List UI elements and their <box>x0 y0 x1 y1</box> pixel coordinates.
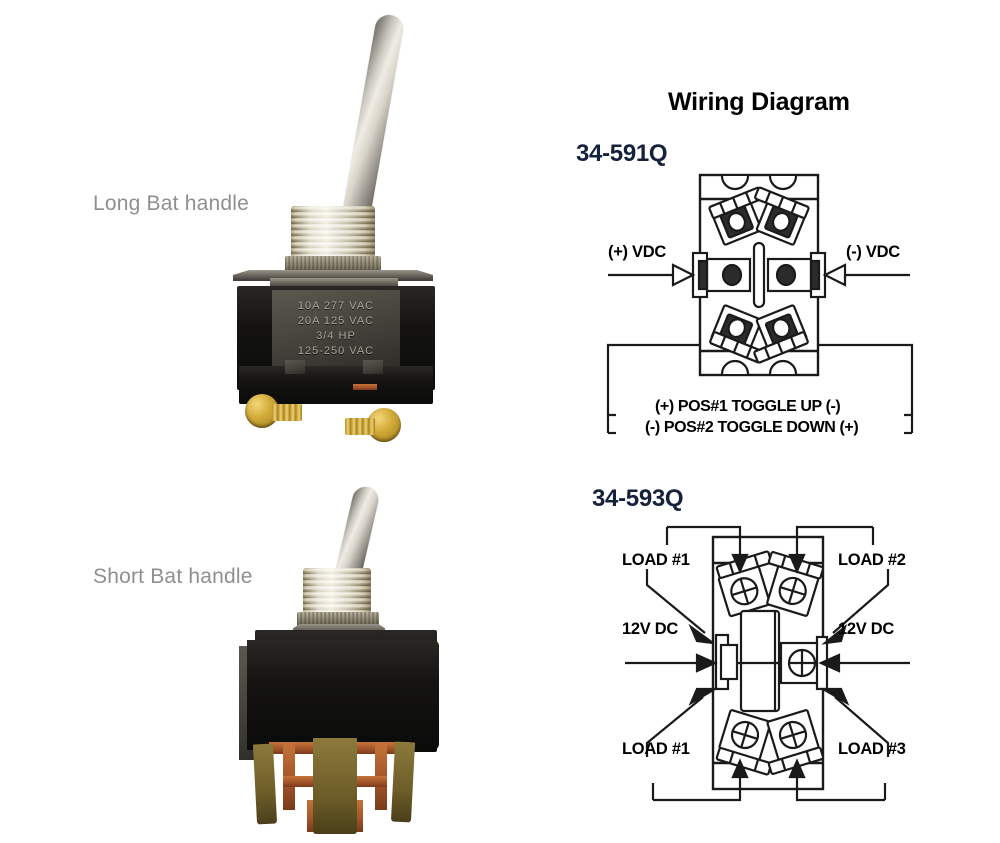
note-pos2-toggle-down: (-) POS#2 TOGGLE DOWN (+) <box>645 419 859 436</box>
label-load1-top: LOAD #1 <box>622 551 690 569</box>
diagram-591-svg <box>606 173 914 435</box>
toggle-lever-icon <box>340 12 406 230</box>
label-load1-bottom: LOAD #1 <box>622 740 690 758</box>
mounting-plate-lip <box>270 278 398 288</box>
screw-shaft-right <box>345 418 375 435</box>
body-tab-left <box>285 360 305 374</box>
lead-12v-right <box>818 653 910 673</box>
lead-load3-bottom <box>788 687 890 802</box>
mounting-nut <box>297 612 379 626</box>
wiring-diagram-34-593Q <box>585 515 985 815</box>
switch-body-faceplate <box>272 290 400 368</box>
lead-load2-top <box>788 525 890 645</box>
switch-body-front <box>247 640 439 750</box>
lead-load-loop <box>606 343 914 435</box>
wiring-diagram-34-591Q <box>560 165 990 455</box>
lead-minus-vdc <box>822 263 910 287</box>
label-plus-vdc: (+) VDC <box>608 243 666 261</box>
label-load2-top: LOAD #2 <box>838 551 906 569</box>
blade-terminal-left <box>252 743 278 825</box>
long-bat-handle-label: Long Bat handle <box>93 192 249 215</box>
label-minus-vdc: (-) VDC <box>846 243 900 261</box>
screw-shaft-left <box>272 404 302 421</box>
mounting-nut <box>285 256 381 272</box>
lead-12v-left <box>625 653 718 673</box>
threaded-bushing <box>303 568 371 614</box>
long-bat-handle-photo: 10A 277 VAC 20A 125 VAC 3/4 HP 125-250 V… <box>215 8 475 458</box>
body-tab-right <box>363 360 383 374</box>
wiring-diagram-title: Wiring Diagram <box>668 88 850 116</box>
lead-load1-top <box>645 525 749 645</box>
short-bat-handle-label: Short Bat handle <box>93 565 253 588</box>
blade-terminal-right <box>390 741 416 823</box>
note-pos1-toggle-up: (+) POS#1 TOGGLE UP (-) <box>655 398 841 415</box>
short-bat-handle-photo <box>225 480 480 840</box>
copper-link <box>353 384 377 390</box>
lead-plus-vdc <box>608 263 696 287</box>
switch-rating-text: 10A 277 VAC 20A 125 VAC 3/4 HP 125-250 V… <box>297 300 375 357</box>
mounting-plate <box>293 624 385 635</box>
part-number-34-593Q: 34-593Q <box>592 485 684 512</box>
label-load3-bottom: LOAD #3 <box>838 740 906 758</box>
toggle-lever-icon <box>335 484 381 578</box>
threaded-bushing <box>291 206 375 258</box>
label-12v-dc-left: 12V DC <box>622 620 678 638</box>
mounting-plate <box>233 270 433 281</box>
blade-terminal-center <box>313 738 357 834</box>
lead-load1-bottom <box>645 687 749 802</box>
part-number-34-591Q: 34-591Q <box>576 140 668 167</box>
label-12v-dc-right: 12V DC <box>838 620 894 638</box>
diagram-593-svg <box>625 525 910 802</box>
